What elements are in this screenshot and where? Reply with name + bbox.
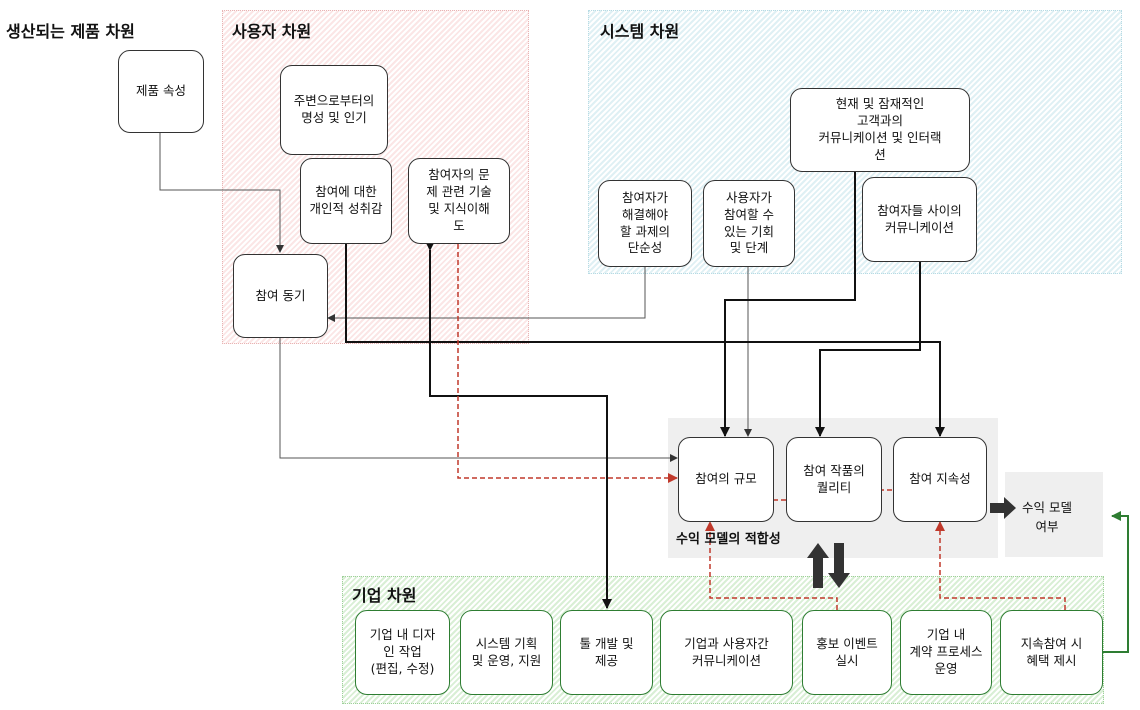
achievement-to-continuity-line <box>345 244 945 437</box>
customer-comm-to-scale-line <box>720 172 856 437</box>
fit-up-arrow <box>807 543 829 588</box>
benefit-to-continuity-line <box>935 521 1066 610</box>
user-dimension-title: 사용자 차원 <box>232 22 312 41</box>
contract-process-node: 기업 내 계약 프로세스 운영 <box>900 610 992 695</box>
system-planning-node: 시스템 기획 및 운영, 지원 <box>460 610 553 695</box>
participation-scale-node: 참여의 규모 <box>678 437 774 522</box>
fit-down-arrow <box>828 543 850 588</box>
benefit-node: 지속참여 시 혜택 제시 <box>1000 610 1103 695</box>
promo-event-node: 홍보 이벤트 실시 <box>802 610 892 695</box>
customer-communication-node: 현재 및 잠재적인 고객과의 커뮤니케이션 및 인터랙 션 <box>790 88 970 172</box>
understanding-node: 참여자의 문 제 관련 기술 및 지식이해 도 <box>408 158 510 244</box>
design-work-node: 기업 내 디자 인 작업 (편집, 수정) <box>355 610 450 695</box>
product-to-motivation-line <box>159 133 284 253</box>
promo-to-scale-line <box>705 521 838 610</box>
task-to-motivation-line <box>327 267 646 322</box>
tool-development-node: 툴 개발 및 제공 <box>560 610 653 695</box>
understanding-tool-line <box>425 241 612 609</box>
participant-comm-to-quality-line <box>815 262 921 437</box>
benefit-to-revenue-model-line <box>1103 511 1129 653</box>
system-dimension-title: 시스템 차원 <box>600 22 680 41</box>
continuity-to-revenue-arrow <box>990 497 1016 519</box>
motivation-node: 참여 동기 <box>233 254 328 338</box>
achievement-node: 참여에 대한 개인적 성취감 <box>300 158 392 244</box>
motivation-to-scale-line <box>279 338 678 462</box>
revenue-model-region <box>1005 472 1103 557</box>
company-communication-node: 기업과 사용자간 커뮤니케이션 <box>660 610 793 695</box>
enterprise-dimension-title: 기업 차원 <box>352 586 417 605</box>
product-dimension-title: 생산되는 제품 차원 <box>6 22 135 41</box>
revenue-model-label: 수익 모델 여부 <box>1022 500 1072 534</box>
revenue-fit-label: 수익 모델의 적합성 <box>676 532 781 547</box>
product-attribute-node: 제품 속성 <box>118 50 204 133</box>
work-quality-node: 참여 작품의 퀄리티 <box>786 437 882 522</box>
understanding-to-scale-line <box>457 244 678 483</box>
reputation-node: 주변으로부터의 명성 및 인기 <box>280 65 388 155</box>
participation-continuity-node: 참여 지속성 <box>893 437 987 522</box>
opportunity-node: 사용자가 참여할 수 있는 기회 및 단계 <box>703 180 795 267</box>
participant-communication-node: 참여자들 사이의 커뮤니케이션 <box>862 177 977 262</box>
task-simplicity-node: 참여자가 해결해야 할 과제의 단순성 <box>598 180 692 267</box>
